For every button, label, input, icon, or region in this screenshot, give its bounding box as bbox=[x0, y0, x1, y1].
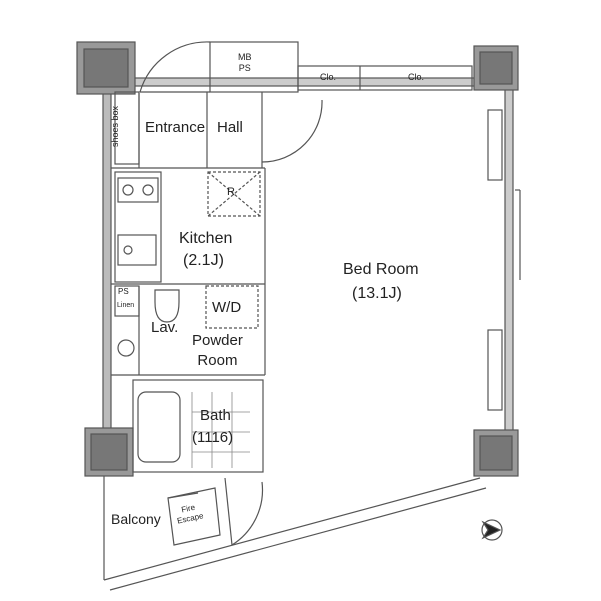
north-compass-icon bbox=[481, 519, 503, 541]
bath-size: (1116) bbox=[192, 429, 234, 446]
east-wall bbox=[504, 77, 514, 454]
balcony-label: Balcony bbox=[111, 511, 161, 527]
ps-label: PS bbox=[238, 63, 251, 73]
room-label: Room bbox=[197, 352, 238, 369]
linen-label: Linen bbox=[117, 302, 135, 309]
bedroom-size: (13.1J) bbox=[352, 285, 402, 302]
hall-label: Hall bbox=[217, 119, 243, 136]
powder-label: Powder bbox=[192, 332, 243, 349]
ps-label-2: PS bbox=[118, 287, 129, 296]
mb-ps-label: MB PS bbox=[238, 52, 252, 74]
entrance-label: Entrance bbox=[145, 119, 206, 136]
kitchen-size: (2.1J) bbox=[183, 252, 224, 269]
closet-label-2: Clo. bbox=[408, 72, 425, 82]
bedroom-label: Bed Room bbox=[343, 261, 419, 278]
shoes-box-label: shoes box bbox=[110, 105, 121, 148]
kitchen-label: Kitchen bbox=[179, 230, 233, 247]
washer-dryer-label: W/D bbox=[212, 299, 242, 316]
bath-label: Bath bbox=[200, 407, 231, 424]
lav-label: Lav. bbox=[151, 319, 179, 336]
closet-label-1: Clo. bbox=[320, 72, 337, 82]
mb-label: MB bbox=[238, 52, 252, 62]
refrigerator-label: R bbox=[227, 186, 235, 198]
powder-room-label: Powder Room bbox=[192, 331, 243, 371]
